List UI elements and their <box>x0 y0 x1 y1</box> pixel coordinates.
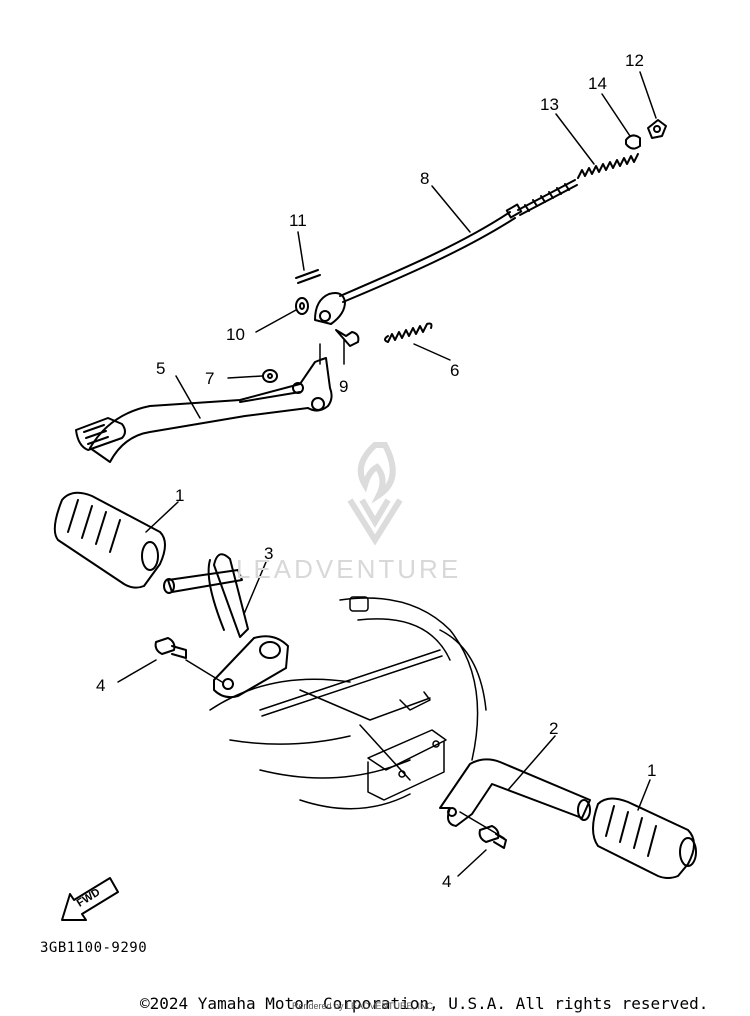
callout-6: 6 <box>450 361 460 380</box>
callout-7: 7 <box>205 369 215 388</box>
leader-lines <box>117 71 657 877</box>
brake-rod-part[interactable] <box>339 179 578 303</box>
callout-2: 2 <box>549 719 559 738</box>
callout-11: 11 <box>289 211 307 230</box>
callout-4-lower: 4 <box>442 872 452 891</box>
callout-10: 10 <box>226 325 245 344</box>
watermark-text: LEADVENTURE <box>236 554 462 584</box>
callout-13: 13 <box>540 95 559 114</box>
callout-9: 9 <box>339 377 349 396</box>
clevis-part[interactable] <box>314 292 346 325</box>
rendered-by-text: Rendered by LEADVENTURE, INC. <box>292 1001 436 1011</box>
frame-outline <box>209 596 487 810</box>
washer-part-10[interactable] <box>295 297 309 315</box>
callout-5: 5 <box>156 359 166 378</box>
stand-bracket-part[interactable] <box>163 553 289 699</box>
spring-part-6[interactable] <box>384 322 433 343</box>
footrest-rubber-right-part[interactable] <box>592 797 697 879</box>
watermark-logo <box>347 442 403 546</box>
fwd-arrow-icon <box>61 877 119 921</box>
callout-1-right: 1 <box>647 761 657 780</box>
copyright-text: ©2024 Yamaha Motor Corporation, U.S.A. A… <box>140 994 709 1013</box>
callout-12: 12 <box>625 51 644 70</box>
spring-part-13[interactable] <box>577 153 639 179</box>
cable-end-part[interactable] <box>647 119 667 139</box>
pin-part[interactable] <box>335 329 360 347</box>
callout-4-upper: 4 <box>96 676 106 695</box>
bolt-part-upper[interactable] <box>154 637 187 659</box>
joint-part[interactable] <box>625 134 641 150</box>
callout-1-left: 1 <box>175 486 185 505</box>
stand-bracket-right-part[interactable] <box>439 758 591 827</box>
diagram-code: 3GB1100-9290 <box>40 940 148 956</box>
footrest-rubber-left-part[interactable] <box>53 491 166 589</box>
callout-3: 3 <box>264 544 274 563</box>
brake-pedal-part[interactable] <box>75 357 333 463</box>
callout-8: 8 <box>420 169 430 188</box>
washer-part-7[interactable] <box>262 369 278 383</box>
cotter-pin-part[interactable] <box>295 269 321 284</box>
callout-14: 14 <box>588 74 607 93</box>
